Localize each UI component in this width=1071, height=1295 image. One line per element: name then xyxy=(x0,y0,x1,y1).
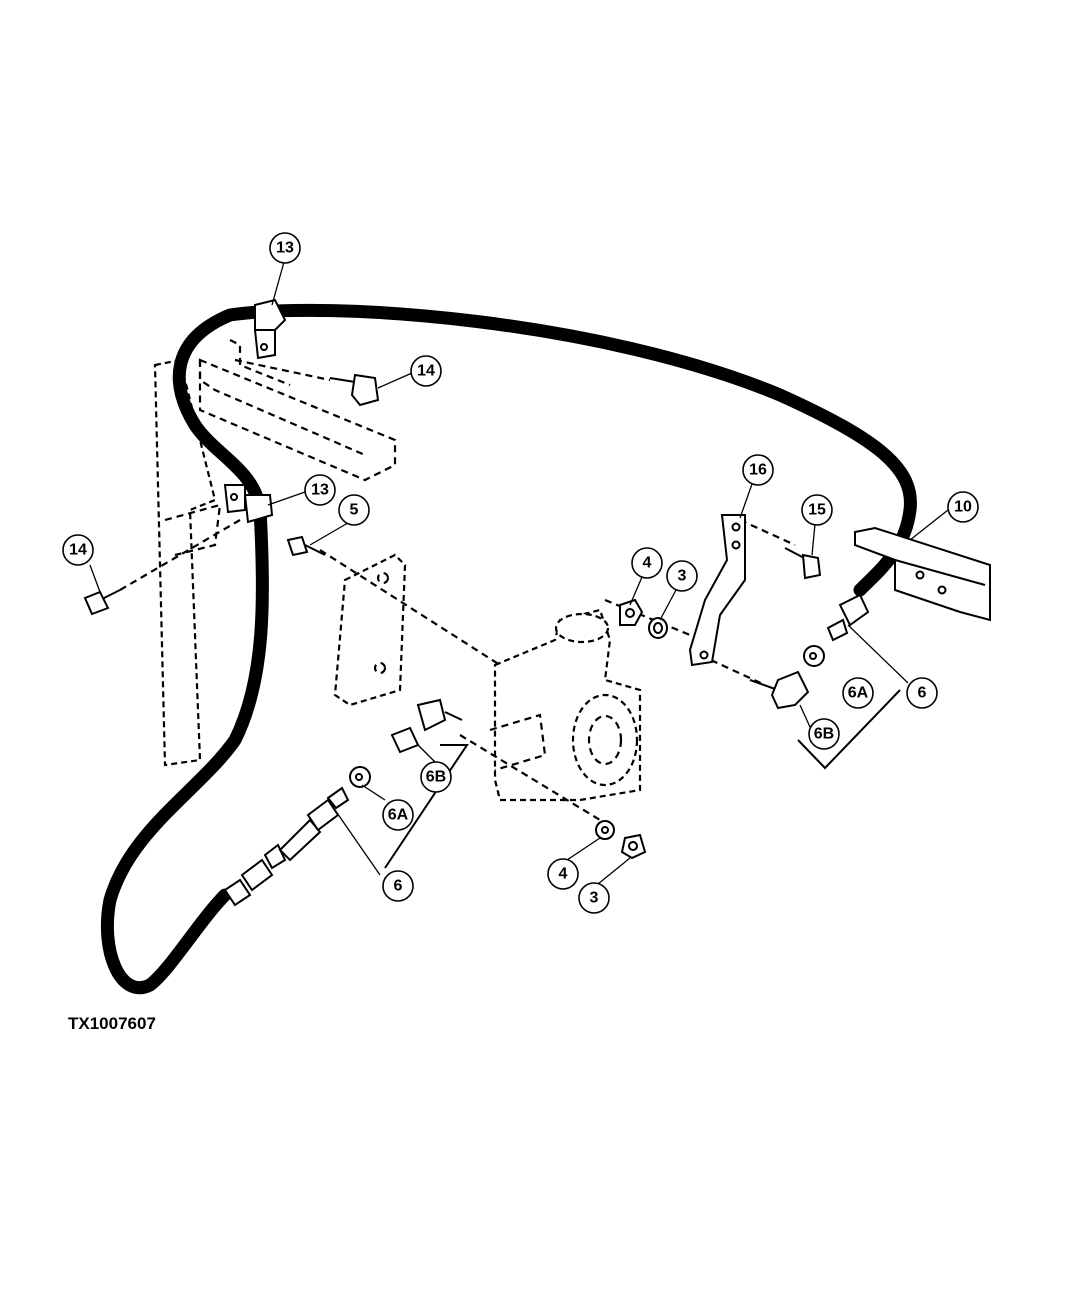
group-bracket-left xyxy=(384,744,469,869)
nut-4-upper xyxy=(619,598,644,626)
svg-text:10: 10 xyxy=(954,499,972,516)
svg-text:6B: 6B xyxy=(426,769,446,786)
callout-3-upper: 3 xyxy=(666,560,698,592)
svg-text:6: 6 xyxy=(918,685,927,702)
hydraulic-hose xyxy=(100,303,917,994)
callout-6b-left: 6B xyxy=(420,761,452,793)
figure-id: TX1007607 xyxy=(68,1014,156,1033)
svg-text:6: 6 xyxy=(394,878,403,895)
svg-text:13: 13 xyxy=(311,482,329,499)
nut-3-lower xyxy=(620,833,647,860)
svg-text:4: 4 xyxy=(643,555,652,572)
washer-4-lower xyxy=(595,820,615,840)
bracket-10 xyxy=(854,526,991,622)
elbow-6b-right xyxy=(749,670,810,710)
svg-text:14: 14 xyxy=(69,542,87,559)
hose-clamp-upper xyxy=(253,298,287,360)
svg-text:16: 16 xyxy=(749,462,767,479)
callout-6a-right: 6A xyxy=(842,677,874,709)
washer-3-upper xyxy=(648,617,668,639)
bolt-14-lower xyxy=(83,589,121,616)
callout-13-upper: 13 xyxy=(269,232,301,264)
group-bracket-right xyxy=(797,689,901,770)
nut-6a-left xyxy=(349,766,371,788)
mount-plate-phantom xyxy=(333,553,407,707)
svg-text:6A: 6A xyxy=(848,685,869,702)
hose-clamp-lower xyxy=(223,484,274,524)
leader-lines xyxy=(89,261,949,885)
callout-4-upper: 4 xyxy=(631,547,663,579)
callout-6a-left: 6A xyxy=(382,799,414,831)
callout-4-lower: 4 xyxy=(547,858,579,890)
callout-3-lower: 3 xyxy=(578,882,610,914)
hose-fitting-right xyxy=(826,593,870,642)
svg-text:6B: 6B xyxy=(814,726,834,743)
bolt-15 xyxy=(784,547,822,580)
callout-6-left: 6 xyxy=(382,870,414,902)
callout-10: 10 xyxy=(947,491,979,523)
svg-text:6A: 6A xyxy=(388,807,409,824)
callout-14-lower: 14 xyxy=(62,534,94,566)
svg-text:3: 3 xyxy=(590,890,599,907)
svg-text:5: 5 xyxy=(350,502,359,519)
callout-13-lower: 13 xyxy=(304,474,336,506)
svg-text:14: 14 xyxy=(417,363,435,380)
callout-5: 5 xyxy=(338,494,370,526)
elbow-6b-left xyxy=(390,698,463,754)
svg-text:15: 15 xyxy=(808,502,826,519)
callout-14-upper: 14 xyxy=(410,355,442,387)
callout-16: 16 xyxy=(742,454,774,486)
nut-6a-right xyxy=(803,645,825,667)
bolt-5 xyxy=(286,535,326,557)
bolt-14-upper xyxy=(329,373,380,407)
pump-body-phantom xyxy=(489,608,642,802)
callout-6-right: 6 xyxy=(906,677,938,709)
lever-arm-16 xyxy=(688,514,746,667)
svg-text:13: 13 xyxy=(276,240,294,257)
callout-15: 15 xyxy=(801,494,833,526)
svg-text:3: 3 xyxy=(678,568,687,585)
callout-6b-right: 6B xyxy=(808,718,840,750)
svg-text:4: 4 xyxy=(559,866,568,883)
hose-fitting-left xyxy=(223,786,350,907)
